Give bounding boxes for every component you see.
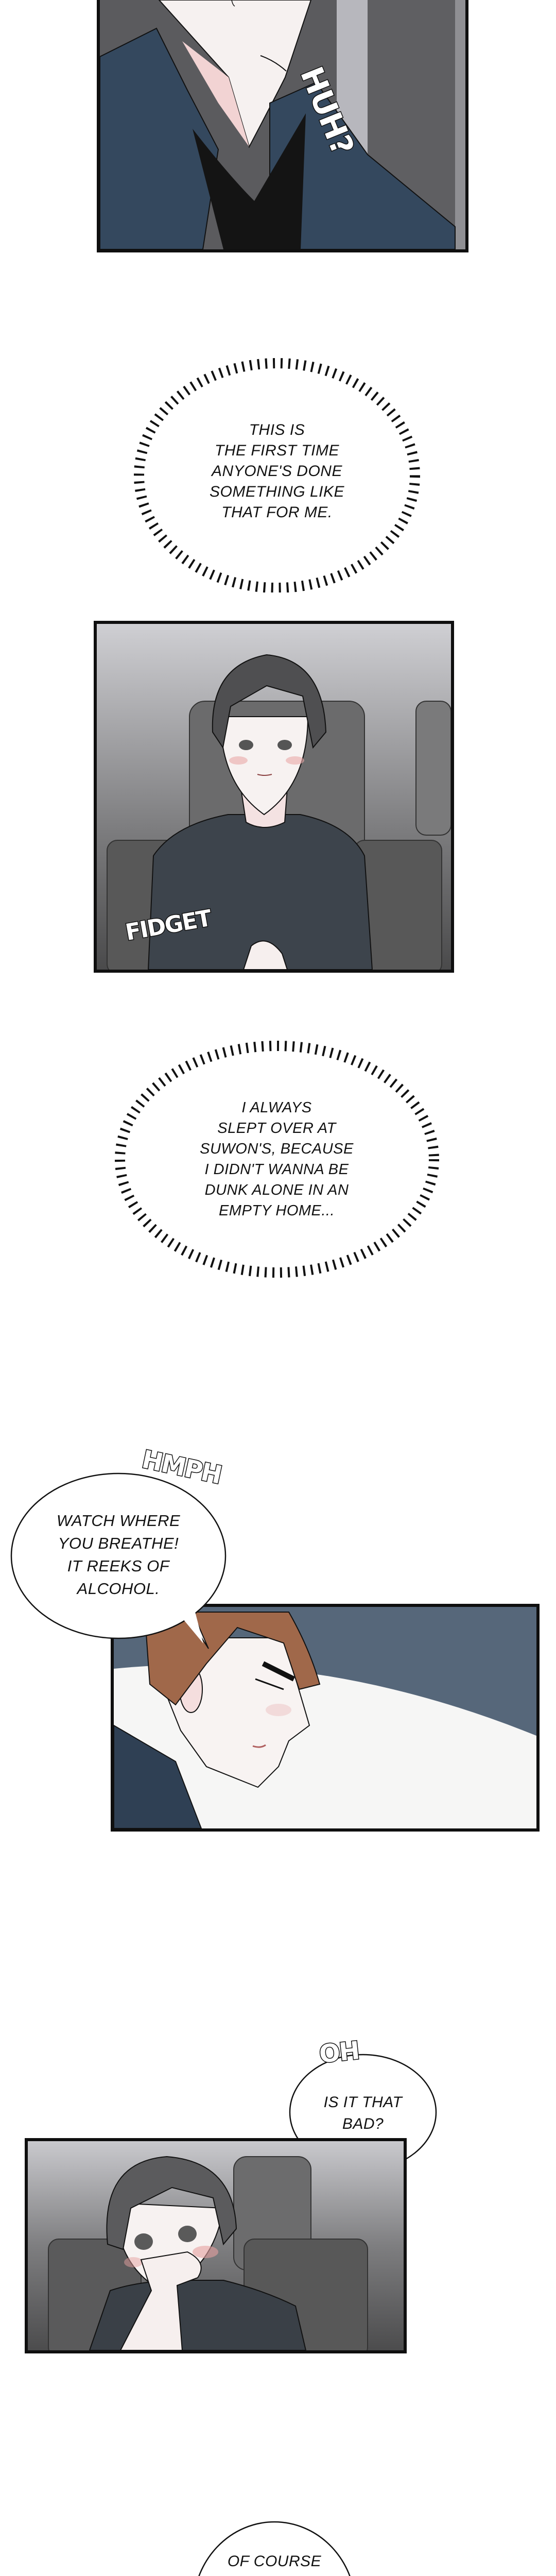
text-line: THAT FOR ME. <box>221 504 333 521</box>
text-line: THIS IS <box>249 421 305 438</box>
thought-bubble-2: I ALWAYS SLEPT OVER AT SUWON'S, BECAUSE … <box>113 1041 440 1278</box>
text-line: SUWON'S, BECAUSE <box>200 1141 354 1157</box>
speech-2-text: IS IT THAT BAD? <box>286 2092 440 2135</box>
comic-panel-1: HUH? <box>97 0 468 252</box>
text-line: IT IS! <box>190 2574 358 2576</box>
text-line: I DIDN'T WANNA BE <box>204 1161 349 1178</box>
text-line: BAD? <box>342 2115 384 2132</box>
comic-panel-3 <box>111 1604 540 1832</box>
text-line: SLEPT OVER AT <box>217 1120 336 1137</box>
text-line: ANYONE'S DONE <box>212 463 342 480</box>
speech-1-text: WATCH WHERE YOU BREATHE! IT REEKS OF ALC… <box>5 1510 232 1600</box>
text-line: EMPTY HOME... <box>218 1202 335 1219</box>
panel-3-artwork <box>114 1607 536 1828</box>
text-line: DUNK ALONE IN AN <box>204 1182 349 1198</box>
panel-1-artwork <box>100 0 465 249</box>
text-line: SOMETHING LIKE <box>209 483 345 500</box>
text-line: WATCH WHERE <box>56 1512 181 1530</box>
text-line: IT REEKS OF <box>67 1557 170 1575</box>
thought-bubble-1: THIS IS THE FIRST TIME ANYONE'S DONE SOM… <box>133 358 421 592</box>
round-bubble-outline <box>198 2521 351 2576</box>
text-line: ALCOHOL. <box>77 1580 160 1598</box>
thought-2-text: I ALWAYS SLEPT OVER AT SUWON'S, BECAUSE … <box>113 1097 440 1221</box>
text-line: THE FIRST TIME <box>215 442 339 459</box>
oval-bubble-outline <box>10 1472 227 1649</box>
text-line: OF COURSE <box>227 2553 322 2570</box>
spiky-bubble-outline <box>134 358 420 592</box>
text-line: YOU BREATHE! <box>58 1534 179 1552</box>
panel-2-artwork <box>97 624 451 970</box>
spiky-bubble-outline <box>115 1041 439 1278</box>
text-line: IS IT THAT <box>323 2094 403 2111</box>
speech-bubble-1: WATCH WHERE YOU BREATHE! IT REEKS OF ALC… <box>5 1444 232 1654</box>
comic-panel-4 <box>25 2138 407 2353</box>
text-line: I ALWAYS <box>241 1099 312 1116</box>
comic-panel-2: FIDGET <box>94 621 454 973</box>
speech-3-text: OF COURSE IT IS! <box>190 2549 358 2576</box>
thought-1-text: THIS IS THE FIRST TIME ANYONE'S DONE SOM… <box>133 420 421 523</box>
sfx-oh: OH <box>317 2036 361 2070</box>
speech-bubble-3: OF COURSE IT IS! <box>190 2518 360 2576</box>
panel-4-artwork <box>28 2141 404 2350</box>
